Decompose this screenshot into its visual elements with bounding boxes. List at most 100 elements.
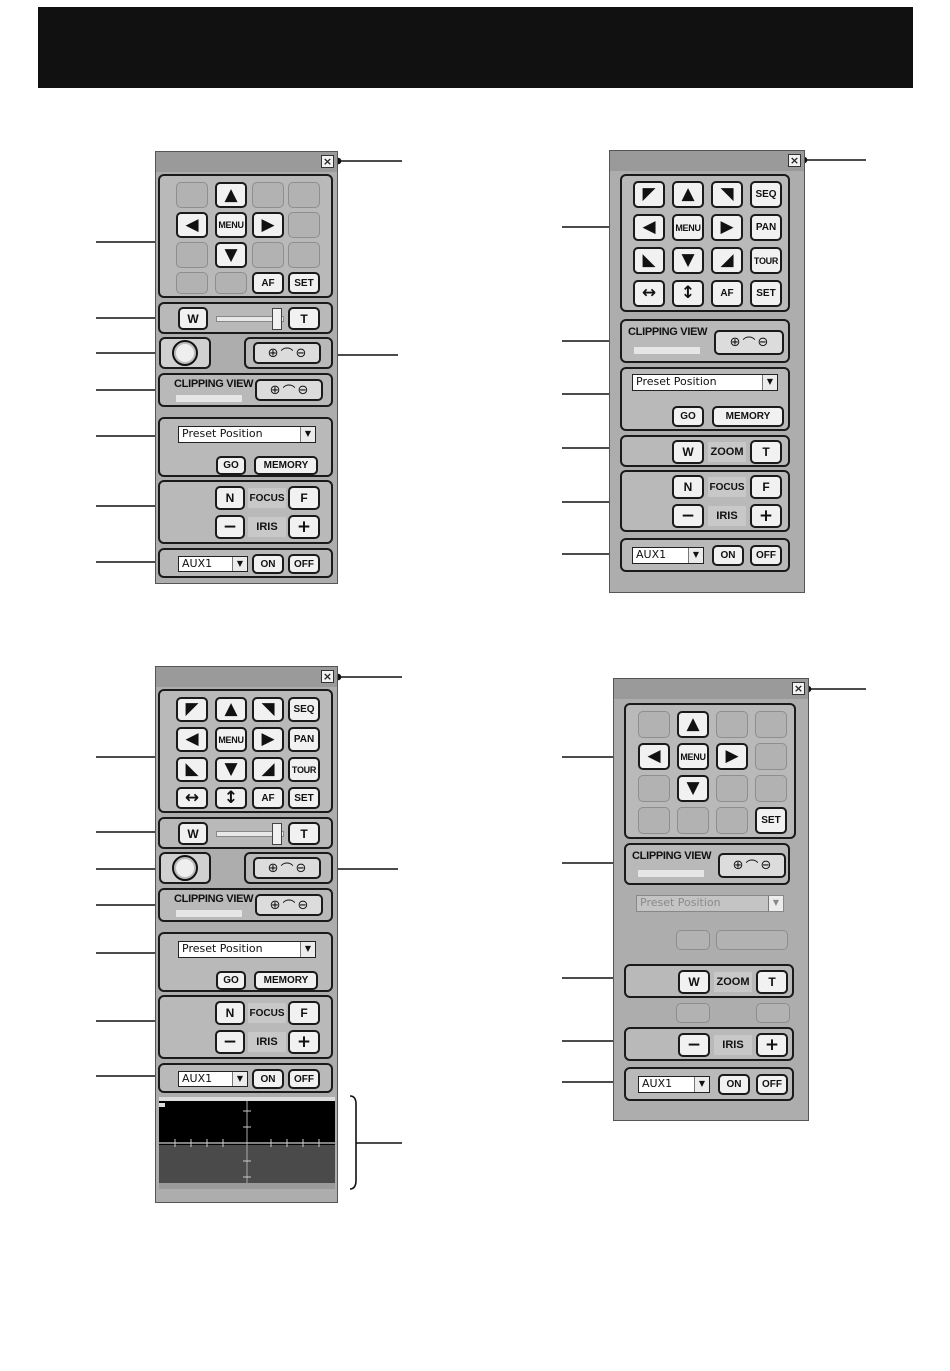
seq-button[interactable]: SEQ (288, 697, 320, 722)
down-arrow-button[interactable]: ▼ (672, 247, 704, 274)
left-arrow-button[interactable]: ◀ (176, 212, 208, 238)
close-icon[interactable]: × (792, 682, 805, 695)
aux-select[interactable]: AUX1▼ (638, 1076, 710, 1093)
preset-position-select[interactable]: Preset Position▼ (178, 426, 316, 443)
memory-button[interactable]: MEMORY (254, 456, 318, 475)
down-right-button[interactable]: ◢ (711, 247, 743, 274)
go-button[interactable]: GO (216, 456, 246, 475)
aux-select[interactable]: AUX1▼ (178, 1071, 248, 1087)
menu-button[interactable]: MENU (215, 727, 247, 752)
zoom-wide-button[interactable]: W (672, 440, 704, 464)
set-button[interactable]: SET (755, 807, 787, 834)
iris-minus-button[interactable]: − (672, 504, 704, 528)
down-arrow-button[interactable]: ▼ (215, 242, 247, 268)
iris-plus-button[interactable]: + (288, 515, 320, 539)
one-touch-button[interactable] (159, 337, 211, 369)
one-touch-button[interactable] (159, 852, 211, 884)
aux-off-button[interactable]: OFF (288, 1069, 320, 1089)
zoom-tele-button[interactable]: T (288, 307, 320, 330)
menu-button[interactable]: MENU (672, 214, 704, 241)
tour-button[interactable]: TOUR (750, 247, 782, 274)
right-arrow-button[interactable]: ▶ (711, 214, 743, 241)
close-icon[interactable]: × (321, 155, 334, 168)
aux-on-button[interactable]: ON (252, 1069, 284, 1089)
menu-button[interactable]: MENU (677, 743, 709, 770)
up-arrow-button[interactable]: ▲ (677, 711, 709, 738)
down-left-button[interactable]: ◣ (633, 247, 665, 274)
left-arrow-button[interactable]: ◀ (633, 214, 665, 241)
right-arrow-button[interactable]: ▶ (252, 212, 284, 238)
up-left-button[interactable]: ◤ (176, 697, 208, 722)
horizontal-flip-button[interactable]: ↔ (176, 787, 208, 809)
af-button[interactable]: AF (252, 787, 284, 809)
focus-near-button[interactable]: N (215, 1001, 245, 1025)
vertical-flip-button[interactable]: ↕ (215, 787, 247, 809)
aux-off-button[interactable]: OFF (750, 545, 782, 566)
zoom-tele-button[interactable]: T (288, 822, 320, 845)
aux-select[interactable]: AUX1▼ (178, 556, 248, 572)
af-button[interactable]: AF (711, 280, 743, 307)
tour-button[interactable]: TOUR (288, 757, 320, 782)
zoom-wide-button[interactable]: W (178, 307, 208, 330)
clipping-zoom-control[interactable]: ⊕⌒⊖ (255, 894, 323, 916)
af-button[interactable]: AF (252, 272, 284, 294)
clipping-zoom-control[interactable]: ⊕⌒⊖ (718, 853, 786, 878)
set-button[interactable]: SET (288, 272, 320, 294)
zoom-tele-button[interactable]: T (750, 440, 782, 464)
zoom-wide-button[interactable]: W (678, 970, 710, 994)
aux-on-button[interactable]: ON (252, 554, 284, 574)
focus-far-button[interactable]: F (288, 486, 320, 510)
clipping-zoom-control[interactable]: ⊕⌒⊖ (714, 330, 784, 355)
left-arrow-button[interactable]: ◀ (638, 743, 670, 770)
clipping-zoom-control[interactable]: ⊕⌒⊖ (255, 379, 323, 401)
up-right-button[interactable]: ◥ (252, 697, 284, 722)
memory-button[interactable]: MEMORY (712, 406, 784, 427)
down-left-button[interactable]: ◣ (176, 757, 208, 782)
zoom-slider-thumb[interactable] (272, 308, 282, 330)
focus-near-button[interactable]: N (215, 486, 245, 510)
vertical-flip-button[interactable]: ↕ (672, 280, 704, 307)
preset-position-select[interactable]: Preset Position▼ (632, 374, 778, 391)
iris-plus-button[interactable]: + (288, 1030, 320, 1054)
pan-button[interactable]: PAN (288, 727, 320, 752)
right-arrow-button[interactable]: ▶ (252, 727, 284, 752)
aux-off-button[interactable]: OFF (756, 1074, 788, 1095)
preset-position-select[interactable]: Preset Position▼ (178, 941, 316, 958)
up-arrow-button[interactable]: ▲ (215, 182, 247, 208)
horizontal-flip-button[interactable]: ↔ (633, 280, 665, 307)
memory-button[interactable]: MEMORY (254, 971, 318, 990)
go-button[interactable]: GO (672, 406, 704, 427)
zoom-slider-thumb[interactable] (272, 823, 282, 845)
right-arrow-button[interactable]: ▶ (716, 743, 748, 770)
zoom-ratio-control[interactable]: ⊕⌒⊖ (253, 857, 321, 879)
seq-button[interactable]: SEQ (750, 181, 782, 208)
aux-on-button[interactable]: ON (712, 545, 744, 566)
focus-far-button[interactable]: F (750, 475, 782, 499)
aux-off-button[interactable]: OFF (288, 554, 320, 574)
zoom-slider-track[interactable] (216, 316, 284, 322)
iris-minus-button[interactable]: − (678, 1033, 710, 1057)
up-right-button[interactable]: ◥ (711, 181, 743, 208)
go-button[interactable]: GO (216, 971, 246, 990)
iris-minus-button[interactable]: − (215, 1030, 245, 1054)
zoom-ratio-control[interactable]: ⊕⌒⊖ (253, 342, 321, 364)
aux-on-button[interactable]: ON (718, 1074, 750, 1095)
iris-plus-button[interactable]: + (756, 1033, 788, 1057)
zoom-wide-button[interactable]: W (178, 822, 208, 845)
iris-minus-button[interactable]: − (215, 515, 245, 539)
focus-far-button[interactable]: F (288, 1001, 320, 1025)
aux-select[interactable]: AUX1▼ (632, 547, 704, 564)
down-arrow-button[interactable]: ▼ (677, 775, 709, 802)
left-arrow-button[interactable]: ◀ (176, 727, 208, 752)
down-right-button[interactable]: ◢ (252, 757, 284, 782)
zoom-tele-button[interactable]: T (756, 970, 788, 994)
set-button[interactable]: SET (288, 787, 320, 809)
iris-plus-button[interactable]: + (750, 504, 782, 528)
up-arrow-button[interactable]: ▲ (215, 697, 247, 722)
close-icon[interactable]: × (788, 154, 801, 167)
pan-button[interactable]: PAN (750, 214, 782, 241)
down-arrow-button[interactable]: ▼ (215, 757, 247, 782)
set-button[interactable]: SET (750, 280, 782, 307)
zoom-slider-track[interactable] (216, 831, 284, 837)
close-icon[interactable]: × (321, 670, 334, 683)
